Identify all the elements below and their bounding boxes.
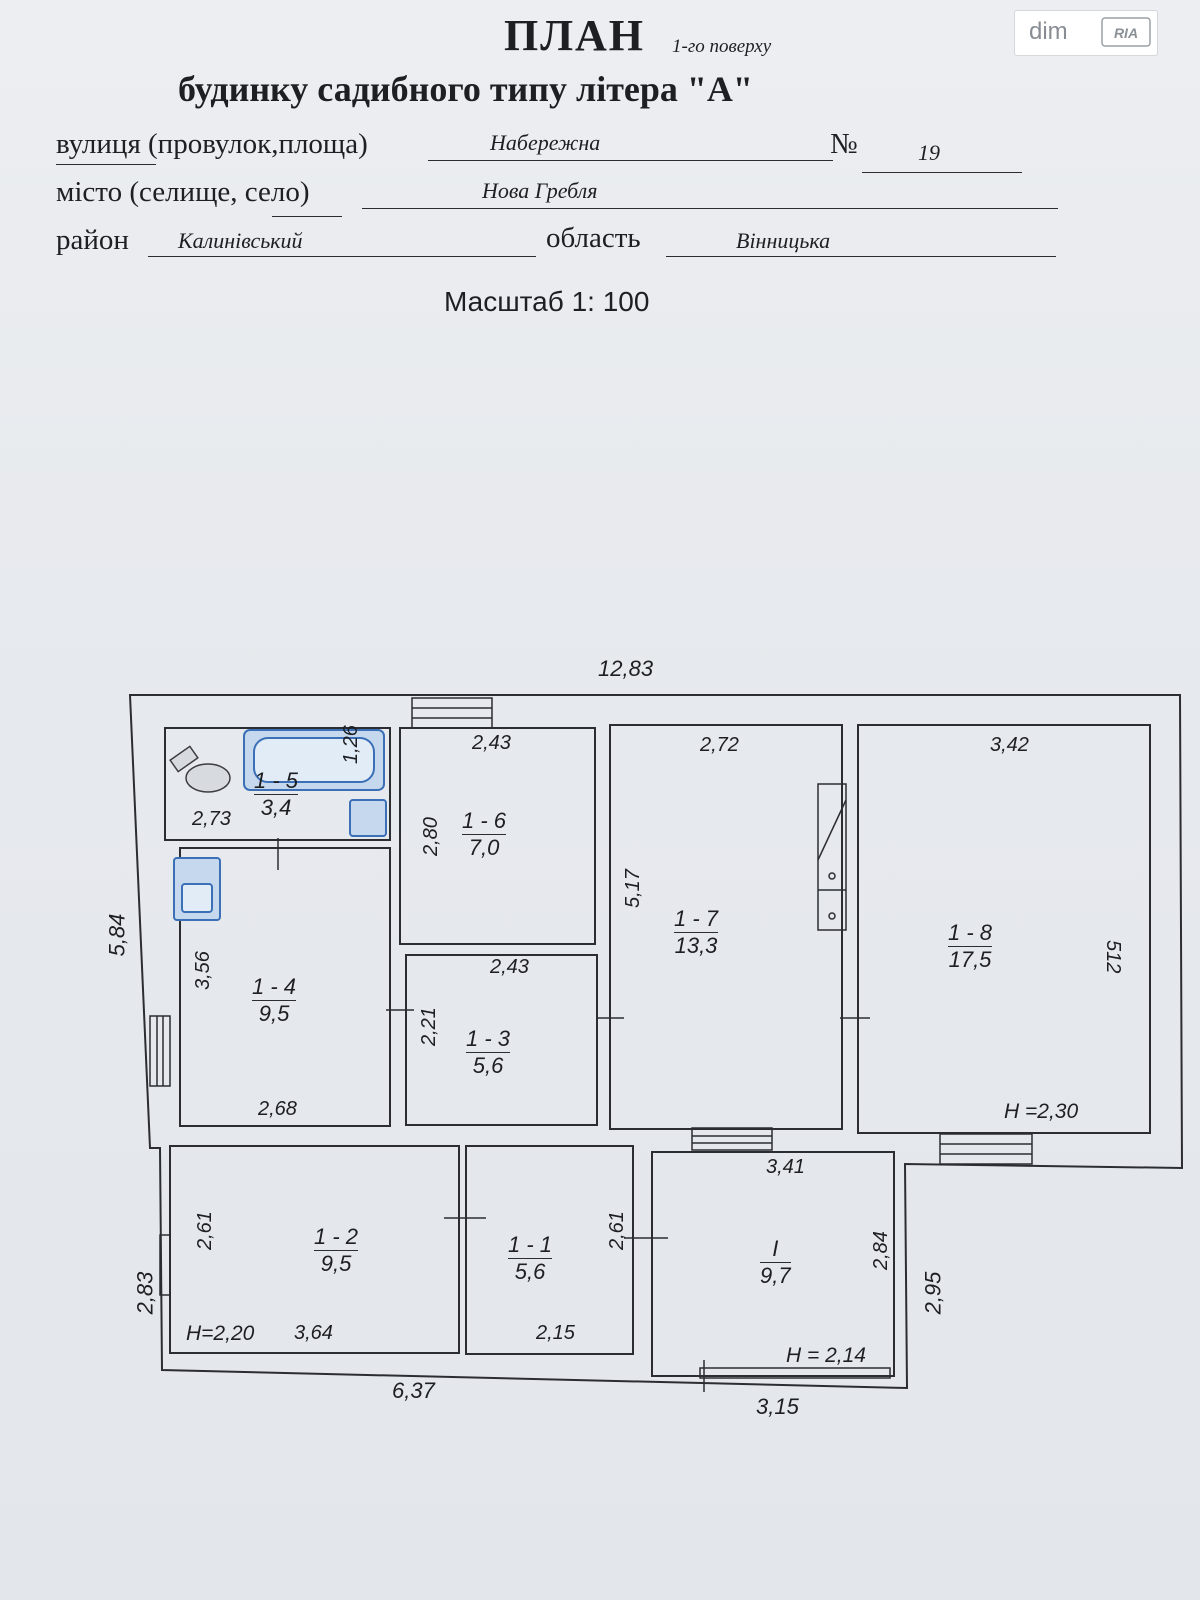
window-mid (691, 1127, 773, 1151)
dim-overall-top: 12,83 (598, 656, 654, 681)
floor-label: 1-го поверху (672, 36, 772, 57)
watermark-text: dim (1029, 18, 1068, 45)
room-1-7-outline (609, 724, 843, 1130)
scale-label: Масштаб 1: 100 (444, 286, 650, 317)
room-id: 1 - 2 (314, 1224, 359, 1251)
room-dimension: 2,84 (870, 1231, 892, 1270)
room-area: 9,5 (320, 1251, 352, 1276)
room-dimension: 3,64 (294, 1322, 333, 1344)
room-area: 9,7 (760, 1263, 791, 1288)
region-value: Вінницька (736, 228, 831, 253)
window-top (411, 697, 493, 729)
room-1-8-outline (857, 724, 1151, 1134)
room-dimension: 2,15 (536, 1322, 575, 1344)
window-right (939, 1133, 1033, 1165)
room-height-label: Н=2,20 (186, 1322, 255, 1345)
room-id: 1 - 1 (508, 1232, 553, 1259)
room-dimension: 2,72 (700, 734, 739, 756)
svg-text:RIA: RIA (1114, 25, 1138, 41)
room-dimension: 2,61 (606, 1211, 628, 1250)
room-area: 9,5 (258, 1001, 290, 1026)
dim-overall-bottom-left: 6,37 (392, 1378, 435, 1403)
room-i-outline (651, 1151, 895, 1377)
room-area: 5,6 (472, 1053, 504, 1078)
district-value: Калинівський (178, 228, 303, 253)
room-dimension: 2,73 (192, 808, 231, 830)
dim-overall-right-lower: 2,95 (920, 1271, 946, 1315)
city-label: місто (селище, село) (56, 176, 310, 208)
room-height-label: Н = 2,14 (786, 1344, 866, 1367)
dim-overall-bottom-right: 3,15 (756, 1394, 799, 1419)
room-dimension: 3,56 (192, 951, 214, 990)
stove (817, 783, 847, 931)
room-id: 1 - 3 (466, 1026, 511, 1053)
room-dimension: 1,26 (340, 725, 362, 764)
ria-logo-icon: RIA (1101, 17, 1151, 47)
dimria-watermark[interactable]: dim RIA (1014, 10, 1158, 56)
dim-overall-left-upper: 5,84 (104, 913, 130, 957)
room-dimension: 2,21 (418, 1007, 440, 1046)
district-label: район (56, 224, 129, 256)
room-1-6-outline (399, 727, 596, 945)
room-dimension: 2,80 (420, 817, 442, 856)
room-dimension: 3,41 (766, 1156, 805, 1178)
room-dimension: 512 (1102, 940, 1124, 974)
number-label: № (830, 128, 858, 160)
number-value: 19 (918, 140, 940, 165)
room-id: 1 - 6 (462, 808, 507, 835)
room-id: 1 - 5 (254, 768, 299, 795)
street-value: Набережна (490, 130, 601, 155)
room-id: 1 - 8 (948, 920, 993, 947)
room-area: 3,4 (260, 795, 292, 820)
room-area: 7,0 (468, 835, 500, 860)
window-bottom (699, 1367, 891, 1379)
street-label: вулиця (провулок,площа) (56, 128, 368, 160)
window-left (149, 1015, 171, 1087)
exterior-wall-outline (128, 694, 1184, 1390)
room-id: 1 - 4 (252, 974, 297, 1001)
dim-overall-left-lower: 2,83 (132, 1271, 158, 1315)
page-subtitle: будинку садибного типу літера "А" (178, 69, 753, 109)
room-id: 1 - 7 (674, 906, 719, 933)
room-area: 5,6 (514, 1259, 546, 1284)
room-dimension: 5,17 (622, 869, 644, 908)
city-value: Нова Гребля (482, 178, 598, 203)
room-1-1-outline (465, 1145, 634, 1355)
washbasin-icon (349, 799, 387, 837)
room-dimension: 2,68 (258, 1098, 297, 1120)
room-id: I (760, 1236, 791, 1263)
room-height-label: Н =2,30 (1004, 1100, 1079, 1123)
room-1-3-outline (405, 954, 598, 1126)
room-dimension: 2,43 (490, 956, 529, 978)
room-dimension: 3,42 (990, 734, 1029, 756)
toilet-icon (185, 763, 231, 793)
window-left-lower (159, 1234, 171, 1296)
room-area: 17,5 (948, 947, 992, 972)
room-dimension: 2,61 (194, 1211, 216, 1250)
room-1-4-outline (179, 847, 391, 1127)
region-label: область (546, 222, 641, 254)
room-area: 13,3 (674, 933, 718, 958)
room-dimension: 2,43 (472, 732, 511, 754)
page-title: ПЛАН (504, 11, 646, 60)
